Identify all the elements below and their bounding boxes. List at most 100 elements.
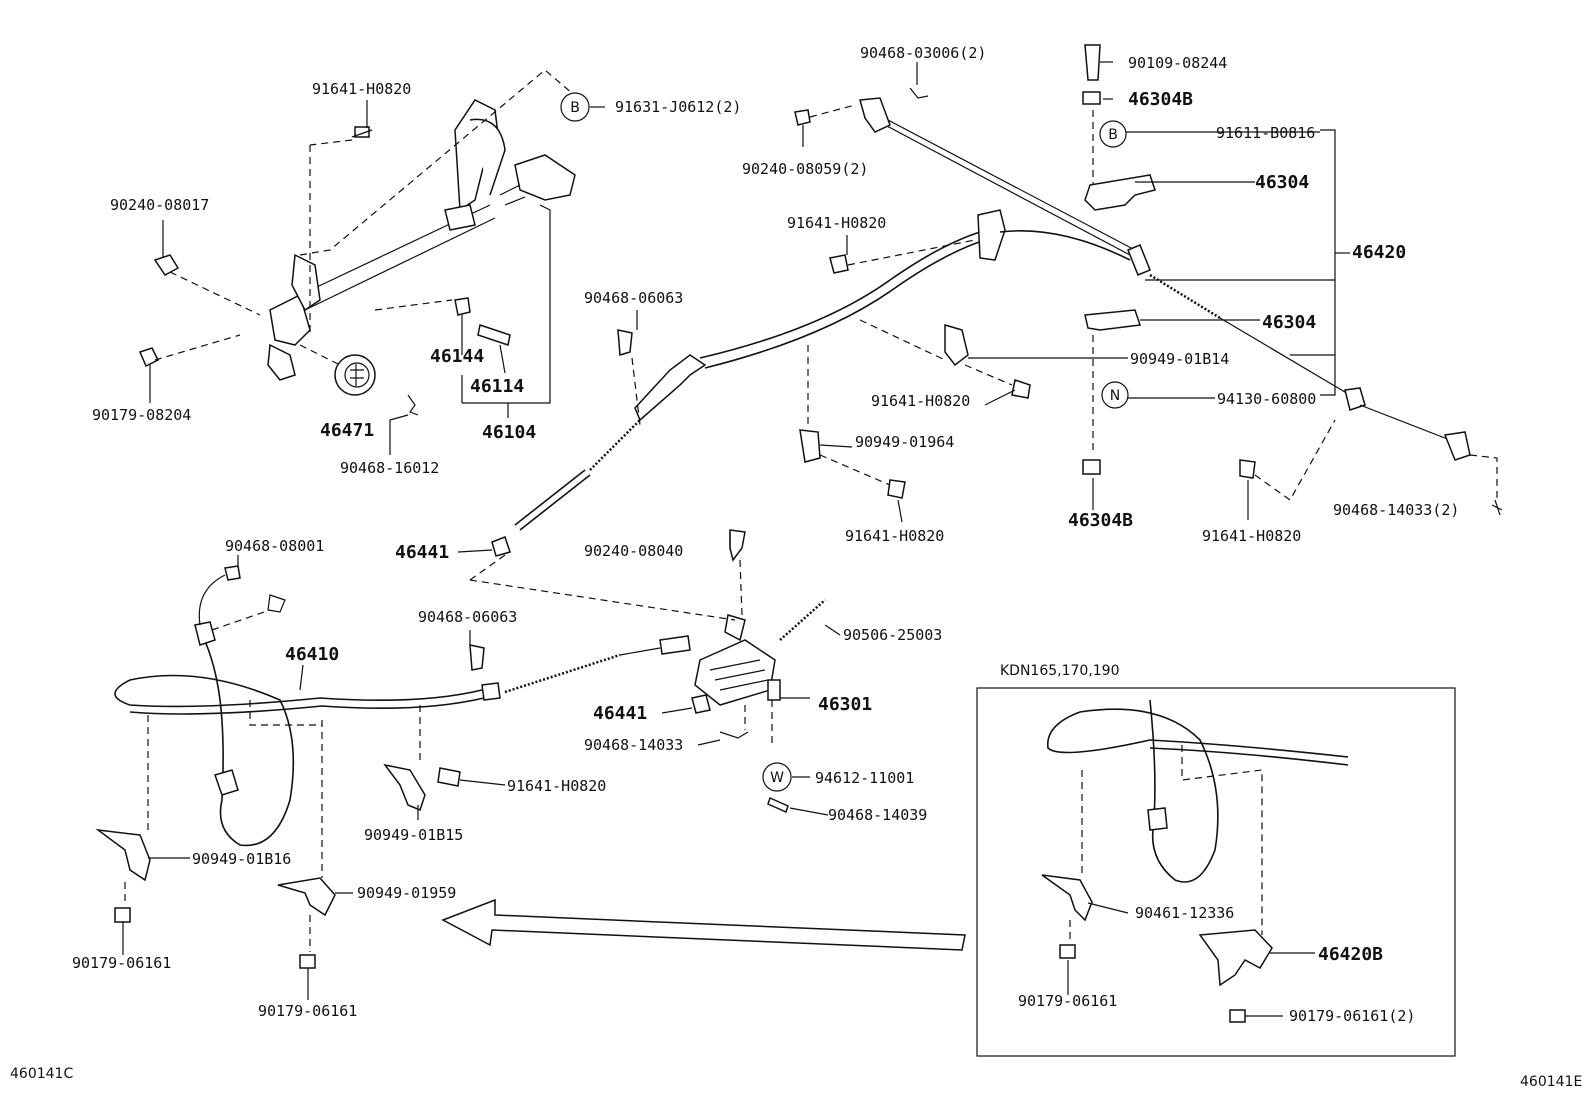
clamp-90949-01B15 (383, 763, 426, 812)
clip-90468-08001 (267, 594, 286, 613)
label-90179-06161-2: 90179-06161(2) (1289, 1007, 1415, 1025)
label-46301: 46301 (818, 694, 872, 715)
label-90468-14039: 90468-14039 (828, 806, 927, 824)
label-90949-01B14: 90949-01B14 (1130, 350, 1229, 368)
label-90179-06161-a: 90179-06161 (72, 954, 171, 972)
nut-90179-06161-b (299, 954, 316, 969)
nut-90179-08204 (138, 347, 160, 368)
bracket-90949-01B16 (95, 828, 151, 882)
bracket-90949-01959 (277, 877, 336, 917)
label-91641-H0820-d: 91641-H0820 (845, 527, 944, 545)
label-46114: 46114 (470, 376, 524, 397)
label-90468-03006: 90468-03006(2) (860, 44, 986, 62)
pedal-assembly (267, 99, 576, 381)
label-91641-H0820-a: 91641-H0820 (312, 80, 411, 98)
label-90949-01964: 90949-01964 (855, 433, 954, 451)
rear-cable-right (859, 97, 1471, 461)
bolt-91641-b (829, 254, 849, 274)
label-46304-top: 46304 (1255, 172, 1309, 193)
inset-box (976, 687, 1456, 1057)
label-91641-H0820-c: 91641-H0820 (871, 392, 970, 410)
bolt-91641-c (1011, 379, 1031, 399)
nut-46304B-top (1082, 91, 1101, 105)
label-91631-J0612: 91631-J0612(2) (615, 98, 741, 116)
svg-text:W: W (770, 770, 784, 786)
bushing-46144 (454, 297, 471, 316)
end-46441-a (491, 536, 511, 557)
front-cable-46410 (114, 565, 691, 847)
part-labels: 91641-H0820 91631-J0612(2) 90240-08017 9… (72, 44, 1459, 1025)
pin-90468-14039 (767, 796, 789, 814)
bolt-90109-08244 (1084, 44, 1101, 81)
bolt-91641-e (1239, 459, 1256, 479)
label-46304-mid: 46304 (1262, 312, 1316, 333)
bracket-46304-top (1084, 174, 1156, 211)
bolt-91641-f (437, 767, 461, 787)
marker-b-1: B (560, 92, 590, 122)
label-90240-08040: 90240-08040 (584, 542, 683, 560)
label-90179-06161-b: 90179-06161 (258, 1002, 357, 1020)
label-90109-08244: 90109-08244 (1128, 54, 1227, 72)
clip-90468-16012 (407, 394, 419, 416)
clamp-90949-01B14 (944, 323, 969, 367)
label-90949-01B16: 90949-01B16 (192, 850, 291, 868)
marker-n: N (1101, 381, 1129, 409)
label-46144: 46144 (430, 346, 484, 367)
pin-90240-08040 (729, 529, 746, 562)
clip-90468-14033-2 (1491, 499, 1503, 516)
label-46304B-top: 46304B (1128, 89, 1193, 110)
label-46420: 46420 (1352, 242, 1406, 263)
end-46441-b (691, 694, 711, 714)
label-46410: 46410 (285, 644, 339, 665)
label-90949-01959: 90949-01959 (357, 884, 456, 902)
label-90468-08001: 90468-08001 (225, 537, 324, 555)
clip-90468-03006 (909, 87, 929, 99)
bolt-91641-a (354, 126, 370, 138)
clip-90468-06063-a (617, 329, 633, 356)
label-90468-06063-a: 90468-06063 (584, 289, 683, 307)
leader-lines (122, 61, 1320, 1017)
label-90461-12336: 90461-12336 (1135, 904, 1234, 922)
diagram-code-left: 460141C (10, 1066, 73, 1082)
nut-90179-06161-a (114, 907, 131, 923)
label-91641-H0820-f: 91641-H0820 (507, 777, 606, 795)
label-91641-H0820-e: 91641-H0820 (1202, 527, 1301, 545)
diagram-code-right: 460141E (1520, 1074, 1582, 1090)
label-46441-b: 46441 (593, 703, 647, 724)
svg-text:B: B (1108, 127, 1118, 143)
label-46104: 46104 (482, 422, 536, 443)
label-90949-01B15: 90949-01B15 (364, 826, 463, 844)
bracket-46304-mid (1084, 309, 1142, 331)
nut-46304B-bot (1082, 459, 1101, 475)
label-91611-B0816: 91611-B0816 (1216, 124, 1315, 142)
label-90179-08204: 90179-08204 (92, 406, 191, 424)
label-90468-06063-b: 90468-06063 (418, 608, 517, 626)
svg-text:N: N (1110, 388, 1120, 404)
marker-b-2: B (1099, 120, 1127, 148)
inset-title: KDN165,170,190 (1000, 663, 1120, 679)
label-91641-H0820-b: 91641-H0820 (787, 214, 886, 232)
label-94612-11001: 94612-11001 (815, 769, 914, 787)
label-90240-08017: 90240-08017 (110, 196, 209, 214)
clip-90468-14033 (719, 731, 749, 739)
reference-arrow (441, 898, 966, 951)
label-90179-06161-c: 90179-06161 (1018, 992, 1117, 1010)
svg-text:B: B (570, 100, 580, 116)
equalizer-46301 (694, 599, 826, 706)
label-46420B: 46420B (1318, 944, 1383, 965)
clip-90468-06063-b (469, 644, 485, 671)
clamp-90949-01964 (799, 429, 821, 463)
pin-90240-08059 (794, 109, 811, 126)
pin-90240-08017 (153, 254, 180, 276)
label-46471: 46471 (320, 420, 374, 441)
label-90468-14033: 90468-14033 (584, 736, 683, 754)
marker-w: W (762, 762, 792, 792)
bolt-91641-d (887, 479, 906, 499)
pin-46114 (477, 324, 511, 346)
label-90468-14033-2: 90468-14033(2) (1333, 501, 1459, 519)
label-90506-25003: 90506-25003 (843, 626, 942, 644)
intermediate-cable (514, 209, 1006, 531)
label-90468-16012: 90468-16012 (340, 459, 439, 477)
pulley-46471 (334, 354, 376, 396)
